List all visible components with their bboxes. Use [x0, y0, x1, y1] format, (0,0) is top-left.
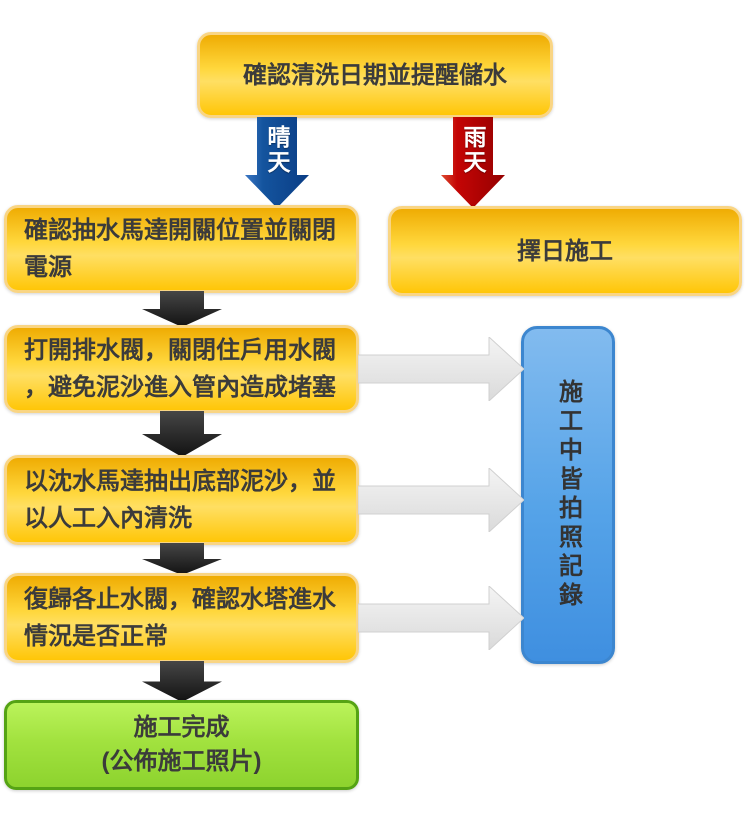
down-arrow-blue-icon — [245, 117, 309, 208]
branch-rainy-arrow: 雨天 — [441, 117, 505, 208]
photo-arrow-1 — [358, 337, 524, 401]
branch-sunny-arrow: 晴天 — [245, 117, 309, 208]
node-confirm-pump: 確認抽水馬達開關位置並關閉 電源 — [4, 205, 359, 293]
node-complete-label: 施工完成 (公佈施工照片) — [101, 714, 262, 775]
node-confirm-date-label: 確認清洗日期並提醒儲水 — [243, 61, 507, 89]
step-arrow-4 — [142, 661, 222, 702]
node-confirm-date: 確認清洗日期並提醒儲水 — [197, 32, 553, 118]
photo-arrow-3 — [358, 586, 524, 650]
photo-arrow-2 — [358, 468, 524, 532]
right-arrow-gray-icon — [358, 337, 524, 401]
step-arrow-1 — [142, 291, 222, 327]
node-pump-mud-label: 以沈水馬達抽出底部泥沙，並 以人工入內清洗 — [24, 468, 336, 532]
node-confirm-pump-label: 確認抽水馬達開關位置並關閉 電源 — [24, 217, 336, 281]
branch-rainy-label: 雨天 — [460, 125, 486, 175]
node-open-valve-label: 打開排水閥，關閉住戶用水閥 ，避免泥沙進入管內造成堵塞 — [24, 337, 336, 401]
node-restore-valve: 復歸各止水閥，確認水塔進水 情況是否正常 — [4, 573, 359, 663]
node-pick-day-label: 擇日施工 — [517, 237, 613, 265]
right-arrow-gray-icon — [358, 468, 524, 532]
down-arrow-black-icon — [142, 543, 222, 575]
node-open-valve: 打開排水閥，關閉住戶用水閥 ，避免泥沙進入管內造成堵塞 — [4, 325, 359, 413]
node-photo-record-label: 施工中皆拍照記錄 — [554, 379, 582, 611]
node-complete: 施工完成 (公佈施工照片) — [4, 700, 359, 790]
down-arrow-red-icon — [441, 117, 505, 208]
branch-sunny-label: 晴天 — [264, 125, 290, 175]
node-restore-valve-label: 復歸各止水閥，確認水塔進水 情況是否正常 — [24, 586, 336, 650]
right-arrow-gray-icon — [358, 586, 524, 650]
step-arrow-2 — [142, 411, 222, 457]
node-photo-record: 施工中皆拍照記錄 — [521, 326, 615, 664]
down-arrow-black-icon — [142, 661, 222, 702]
down-arrow-black-icon — [142, 291, 222, 327]
step-arrow-3 — [142, 543, 222, 575]
node-pick-day: 擇日施工 — [388, 206, 742, 296]
down-arrow-black-icon — [142, 411, 222, 457]
node-pump-mud: 以沈水馬達抽出底部泥沙，並 以人工入內清洗 — [4, 455, 359, 545]
